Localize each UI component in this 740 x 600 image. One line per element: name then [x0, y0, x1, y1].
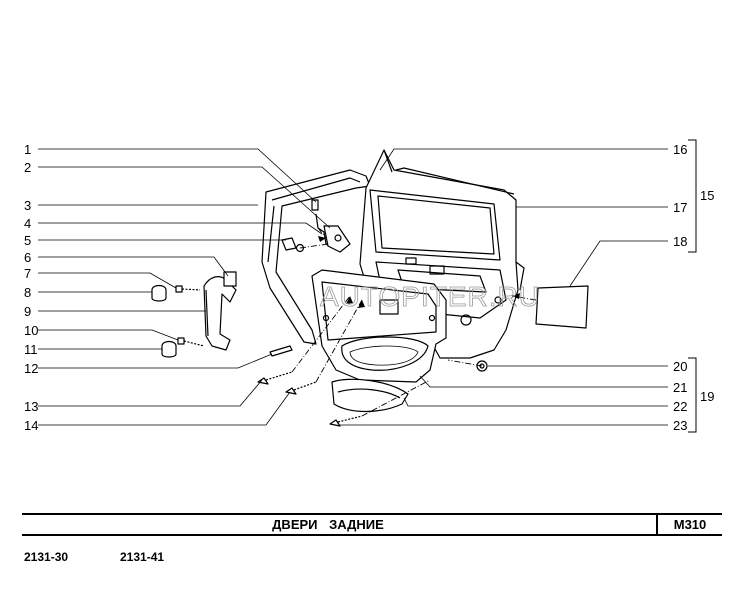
pin-part	[269, 345, 293, 357]
trim-panel-part	[311, 269, 447, 383]
leader-10	[38, 329, 179, 341]
callout-20: 20	[673, 359, 687, 374]
callout-10: 10	[24, 323, 38, 338]
callout-2: 2	[24, 160, 31, 175]
watermark-text: AUTOPITER.RU	[320, 281, 540, 312]
bracket-group-15	[688, 139, 697, 253]
leader-18	[569, 240, 668, 287]
lock-parts	[281, 199, 351, 253]
leader-lines	[38, 148, 668, 426]
leader-22	[403, 397, 668, 407]
clip-part	[223, 271, 237, 287]
caps-parts	[151, 284, 177, 358]
group-brackets	[688, 139, 697, 433]
callout-22: 22	[673, 399, 687, 414]
diagram-title: ДВЕРИ ЗАДНИЕ	[272, 517, 384, 532]
diagram-code: M310	[673, 517, 707, 532]
door-seal-part	[261, 169, 371, 345]
callout-12: 12	[24, 361, 38, 376]
callout-13: 13	[24, 399, 38, 414]
leader-21	[419, 375, 668, 388]
assembly-guide-lines	[291, 227, 537, 417]
callout-23: 23	[673, 418, 687, 433]
leader-6	[38, 256, 229, 277]
leader-4	[38, 222, 323, 235]
assembly-arrowheads	[318, 236, 520, 308]
callout-6: 6	[24, 250, 31, 265]
callout-17: 17	[673, 200, 687, 215]
callout-4: 4	[24, 216, 31, 231]
armrest-part	[331, 378, 409, 413]
title-divider	[656, 513, 658, 536]
callout-8: 8	[24, 285, 31, 300]
leader-13	[38, 379, 263, 407]
callout-21: 21	[673, 380, 687, 395]
grab-handle-part	[203, 276, 237, 351]
leader-7	[38, 272, 177, 289]
screws-parts	[175, 285, 363, 427]
group-label-19: 19	[700, 389, 714, 404]
model-number-1: 2131-30	[24, 550, 69, 564]
bracket-group-19	[688, 357, 697, 433]
leader-12	[38, 353, 273, 369]
callout-3: 3	[24, 198, 31, 213]
callout-labels: 1 2 3 4 5 6 7 8 9 10 11 12 13 14 16 17 1…	[24, 142, 714, 433]
callout-1: 1	[24, 142, 31, 157]
leader-1	[38, 148, 317, 203]
callout-7: 7	[24, 266, 31, 281]
callout-14: 14	[24, 418, 38, 433]
leader-2	[38, 166, 331, 229]
sticker-plate-part	[535, 285, 589, 329]
leader-14	[38, 391, 291, 426]
callout-18: 18	[673, 234, 687, 249]
group-label-15: 15	[700, 188, 714, 203]
model-number-2: 2131-41	[120, 550, 165, 564]
callout-5: 5	[24, 233, 31, 248]
title-block: ДВЕРИ ЗАДНИЕ M310	[22, 513, 722, 536]
parts-drawing	[151, 149, 589, 427]
callout-11: 11	[24, 342, 38, 357]
callout-16: 16	[673, 142, 687, 157]
callout-9: 9	[24, 304, 31, 319]
leader-16	[379, 148, 668, 171]
